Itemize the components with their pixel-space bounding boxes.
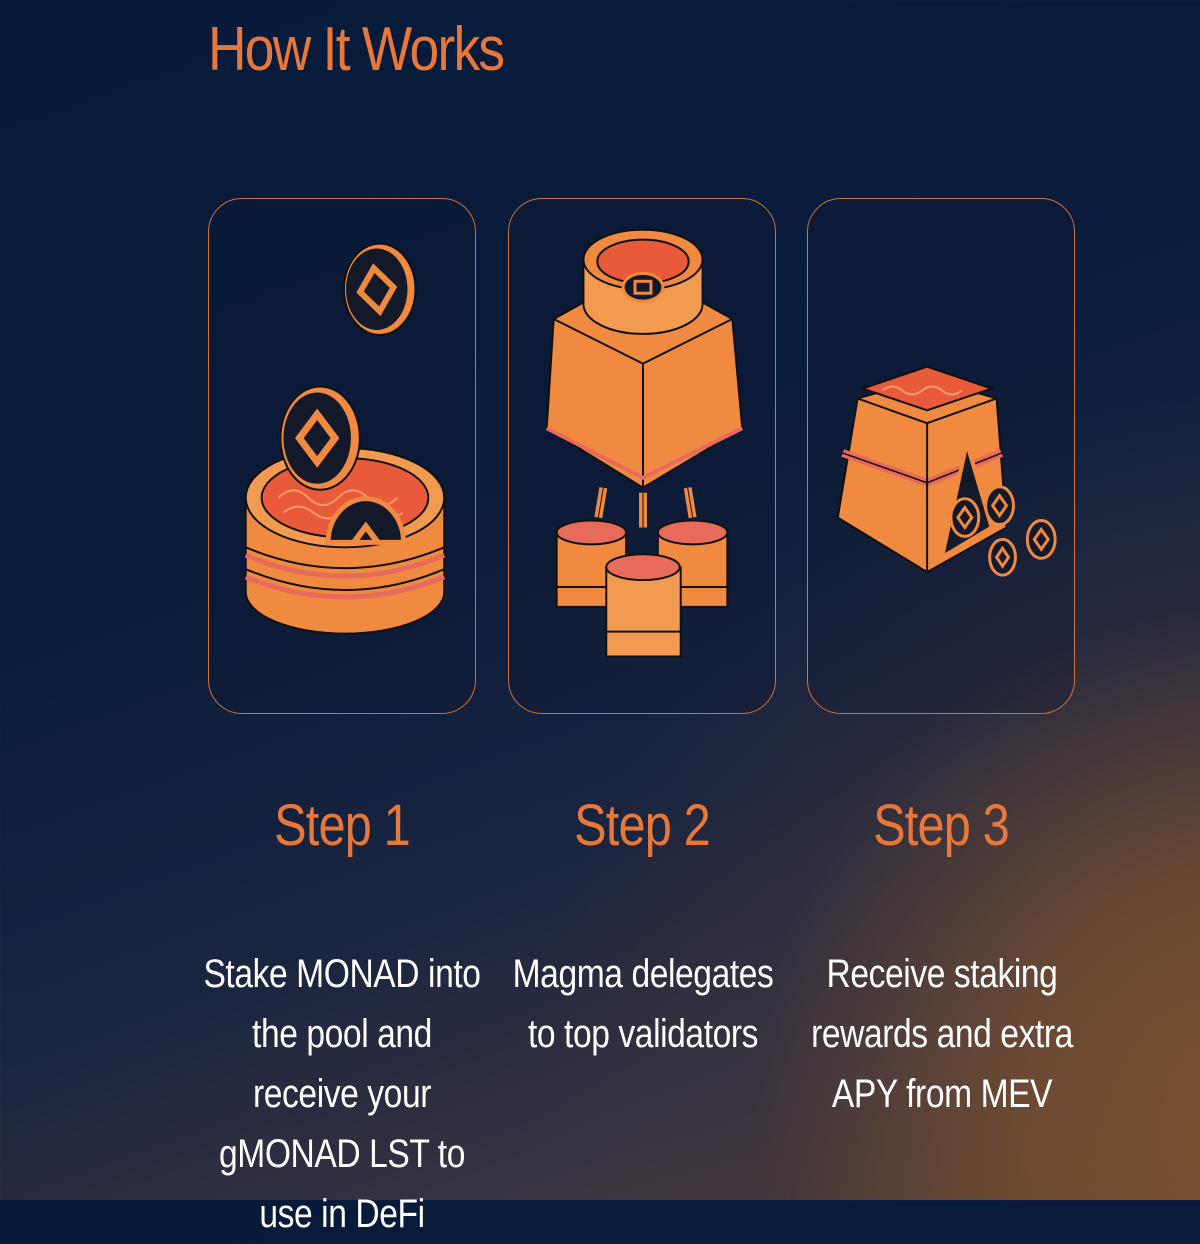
step-1-label: Step 1 <box>274 793 411 858</box>
step-1-description: Stake MONAD into the pool and receive yo… <box>203 952 481 1236</box>
step-2-label: Step 2 <box>574 793 711 858</box>
delegation-blocks-icon <box>545 228 744 658</box>
step-2-card <box>508 198 776 714</box>
step-2-description: Magma delegates to top validators <box>512 952 774 1056</box>
coins-into-pool-icon <box>244 242 446 635</box>
step-3-label: Step 3 <box>873 793 1010 858</box>
page-title: How It Works <box>208 15 505 84</box>
step-1-card <box>208 198 476 714</box>
step-3-description: Receive staking rewards and extra APY fr… <box>811 952 1073 1116</box>
coin-icon <box>949 497 981 538</box>
rewards-vault-icon <box>836 365 1057 577</box>
step-3-card <box>807 198 1075 714</box>
